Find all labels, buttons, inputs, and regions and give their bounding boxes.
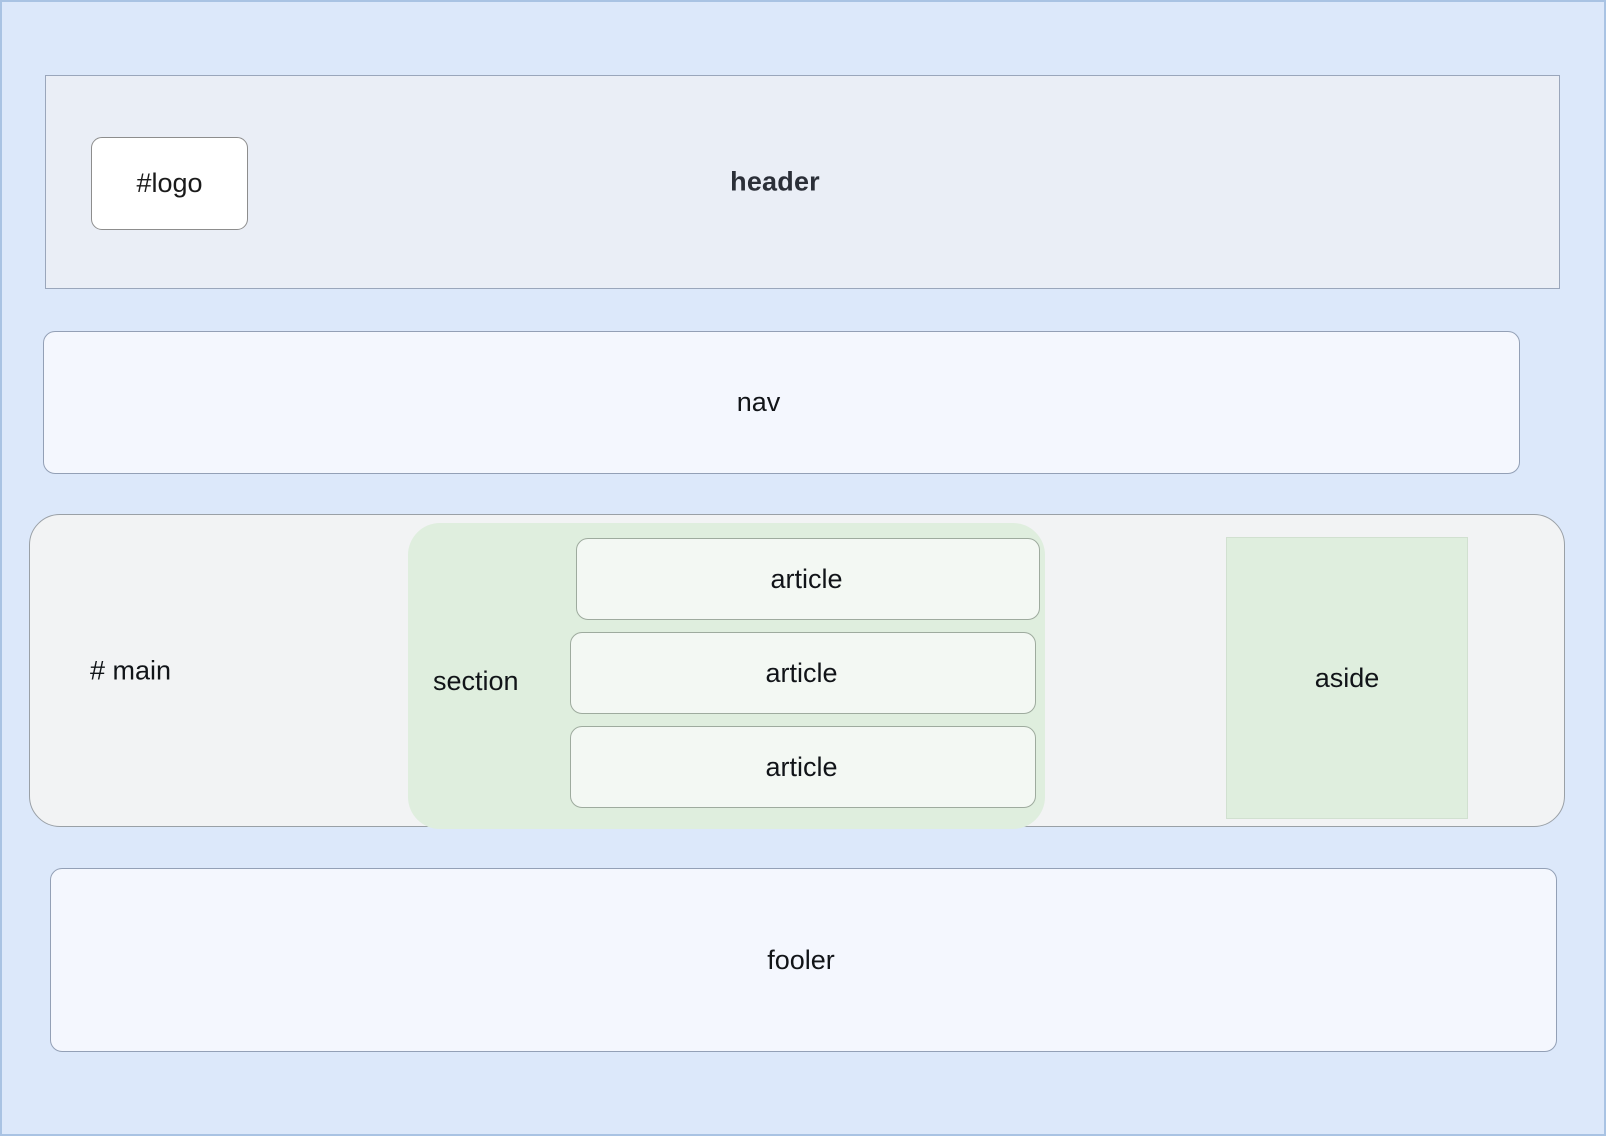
header-region: #logo header	[45, 75, 1560, 289]
aside-region: aside	[1226, 537, 1468, 819]
main-label: # main	[90, 655, 172, 685]
header-label: header	[730, 166, 820, 197]
aside-label: aside	[1314, 662, 1380, 693]
footer-region: fooler	[50, 868, 1557, 1052]
article-box: article	[576, 538, 1040, 620]
article-label: article	[770, 563, 843, 594]
footer-label: fooler	[767, 944, 835, 975]
nav-label: nav	[736, 387, 781, 417]
article-label: article	[765, 751, 838, 782]
section-label: section	[433, 666, 519, 696]
article-label: article	[765, 657, 838, 688]
section-region: section article article article	[408, 523, 1045, 829]
logo-box[interactable]: #logo	[91, 137, 248, 230]
logo-label: #logo	[136, 168, 203, 198]
nav-region: nav	[43, 331, 1520, 474]
article-box: article	[570, 726, 1036, 808]
article-box: article	[570, 632, 1036, 714]
main-region: # main section article article article a…	[29, 514, 1565, 829]
